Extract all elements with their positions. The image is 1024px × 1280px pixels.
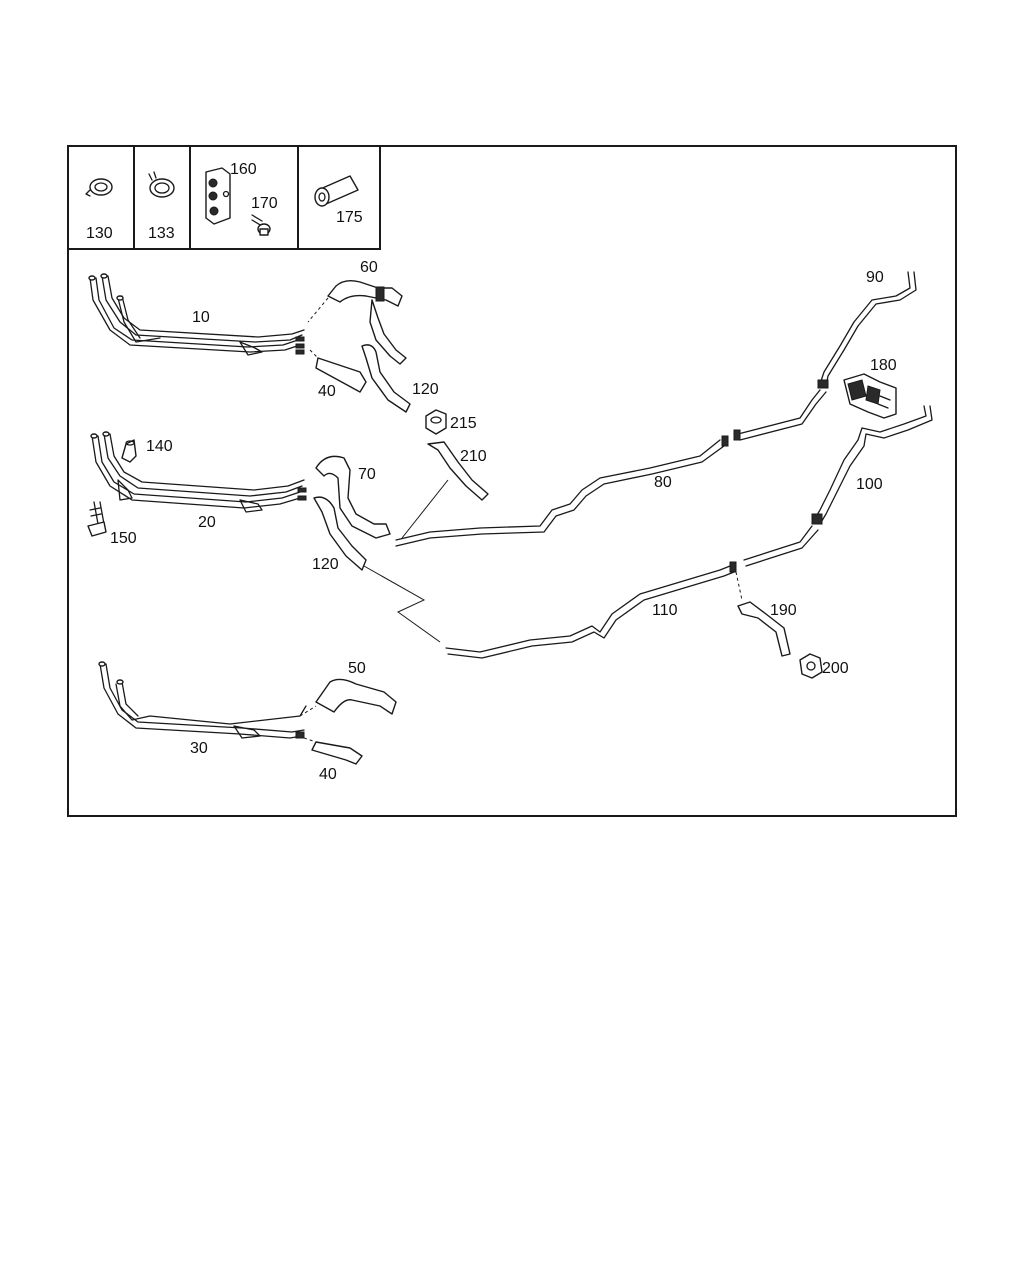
label-190: 190	[770, 602, 797, 619]
pipe-assembly-20	[90, 431, 307, 513]
spring-clamp-133-icon	[148, 171, 175, 198]
hose-40-lower	[303, 737, 363, 765]
label-160: 160	[230, 161, 257, 178]
nut-215-icon	[425, 409, 447, 435]
hose-60	[307, 279, 403, 323]
label-175: 175	[336, 209, 363, 226]
hose-clamp-130-icon	[85, 178, 113, 197]
label-150: 150	[110, 530, 137, 547]
label-120-upper: 120	[412, 381, 439, 398]
diagram-frame	[67, 145, 957, 817]
label-60: 60	[360, 259, 378, 276]
hose-50	[299, 678, 397, 717]
label-20: 20	[198, 514, 216, 531]
label-90: 90	[866, 269, 884, 286]
label-50: 50	[348, 660, 366, 677]
hose-40-upper	[309, 349, 367, 393]
label-130: 130	[86, 225, 113, 242]
clip-180-icon	[843, 373, 897, 419]
label-210: 210	[460, 448, 487, 465]
label-80: 80	[654, 474, 672, 491]
small-parts-box	[68, 146, 381, 250]
label-133: 133	[148, 225, 175, 242]
label-40-upper: 40	[318, 383, 336, 400]
pipe-assembly-10	[88, 273, 305, 356]
pipe-holder-160-icon	[205, 167, 231, 225]
bolt-150-icon	[87, 501, 107, 537]
bracket-210-icon	[401, 441, 489, 539]
nut-200-icon	[799, 653, 823, 679]
label-180: 180	[870, 357, 897, 374]
label-120-lower: 120	[312, 556, 339, 573]
label-100: 100	[856, 476, 883, 493]
label-70: 70	[358, 466, 376, 483]
label-140: 140	[146, 438, 173, 455]
hose-120-lower	[313, 496, 441, 643]
pipe-110	[445, 561, 743, 659]
pipe-assembly-30	[98, 661, 307, 739]
label-10: 10	[192, 309, 210, 326]
label-30: 30	[190, 740, 208, 757]
pipe-90	[817, 271, 917, 389]
label-215: 215	[450, 415, 477, 432]
hose-70	[315, 455, 391, 539]
cap-140-icon	[121, 439, 137, 463]
label-170: 170	[251, 195, 278, 212]
label-110: 110	[652, 602, 678, 619]
label-40-lower: 40	[319, 766, 337, 783]
hose-120-upper	[361, 299, 411, 413]
grommet-175-icon	[314, 175, 359, 207]
screw-170-icon	[251, 214, 271, 236]
bracket-190-icon	[737, 601, 791, 657]
label-200: 200	[822, 660, 849, 677]
pipe-100	[743, 405, 933, 567]
pipe-80	[395, 389, 827, 547]
